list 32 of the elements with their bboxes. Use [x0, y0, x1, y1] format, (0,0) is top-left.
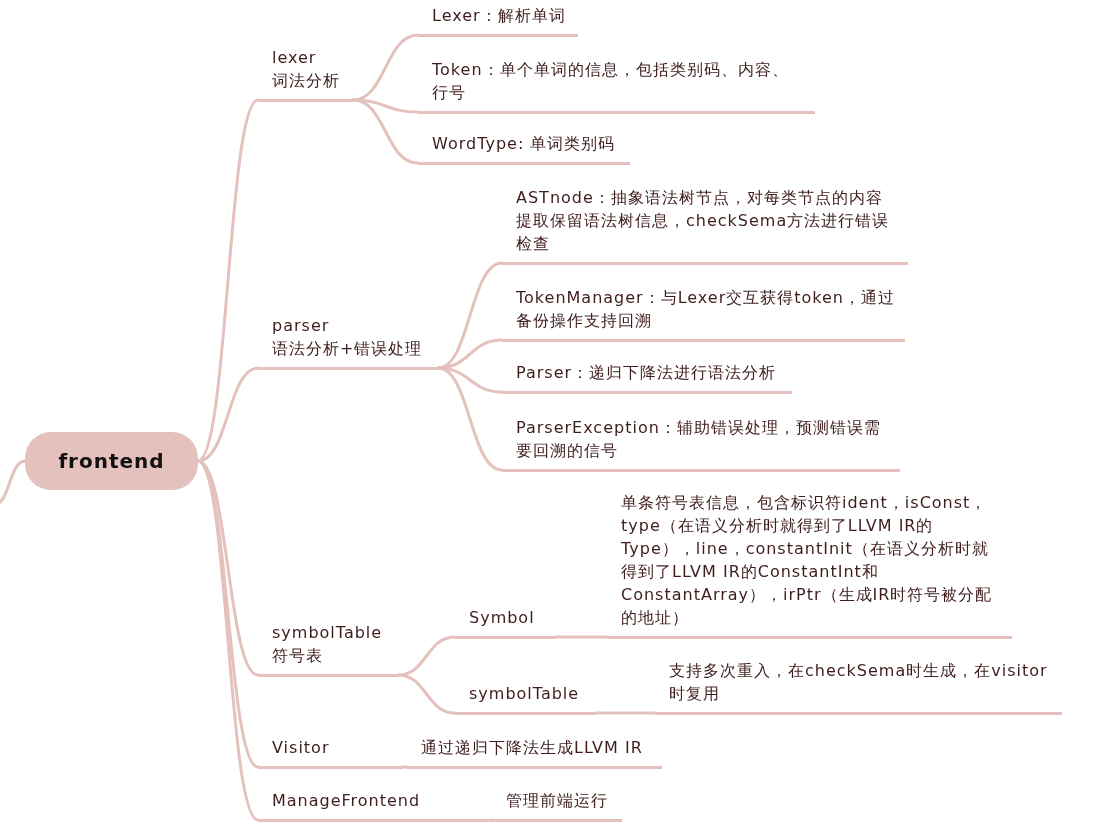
- topic-note: 词法分析: [272, 69, 341, 92]
- branch-topic: ManageFrontend: [258, 788, 493, 822]
- branch-topic: WordType: 单词类别码: [418, 131, 630, 165]
- branch-topic: Lexer：解析单词: [418, 3, 578, 37]
- topic-name: symbolTable: [272, 621, 384, 644]
- branch-topic: 单条符号表信息，包含标识符ident，isConst，type（在语义分析时就得到了LLVM IR的Type），line，constantInit（在语义分析时就得到了LLVM IR的ConstantInt和ConstantArray），irPtr（生成IR时符号被分配的地址）: [607, 490, 1012, 639]
- branch-line: [0, 459, 27, 507]
- branch-topic: Visitor: [258, 735, 403, 769]
- root-topic: frontend: [25, 432, 198, 490]
- branch-line: [553, 635, 609, 639]
- branch-line: [436, 338, 504, 370]
- branch-topic: 通过递归下降法生成LLVM IR: [407, 735, 662, 769]
- branch-line: [351, 98, 420, 165]
- branch-line: [351, 33, 420, 102]
- branch-line: [401, 765, 409, 769]
- branch-line: [396, 635, 457, 677]
- branch-topic: ASTnode：抽象语法树节点，对每类节点的内容提取保留语法树信息，checkSema方法进行错误检查: [502, 185, 908, 265]
- branch-topic: Parser：递归下降法进行语法分析: [502, 360, 792, 394]
- branch-line: [593, 711, 657, 715]
- branch-topic: Token：单个单词的信息，包括类别码、内容、行号: [418, 57, 815, 114]
- topic-note: 符号表: [272, 644, 324, 667]
- branch-topic: ParserException：辅助错误处理，预测错误需要回溯的信号: [502, 415, 900, 472]
- topic-name: lexer: [272, 46, 318, 69]
- branch-line: [396, 673, 457, 715]
- branch-topic: 支持多次重入，在checkSema时生成，在visitor时复用: [655, 658, 1062, 715]
- branch-topic: TokenManager：与Lexer交互获得token，通过备份操作支持回溯: [502, 285, 905, 342]
- branch-topic: symbolTable: [455, 681, 595, 715]
- branch-line: [436, 366, 504, 472]
- topic-note: 语法分析+错误处理: [272, 337, 424, 360]
- branch-topic: Symbol: [455, 605, 555, 639]
- branch-topic: 管理前端运行: [492, 788, 622, 822]
- topic-name: parser: [272, 314, 331, 337]
